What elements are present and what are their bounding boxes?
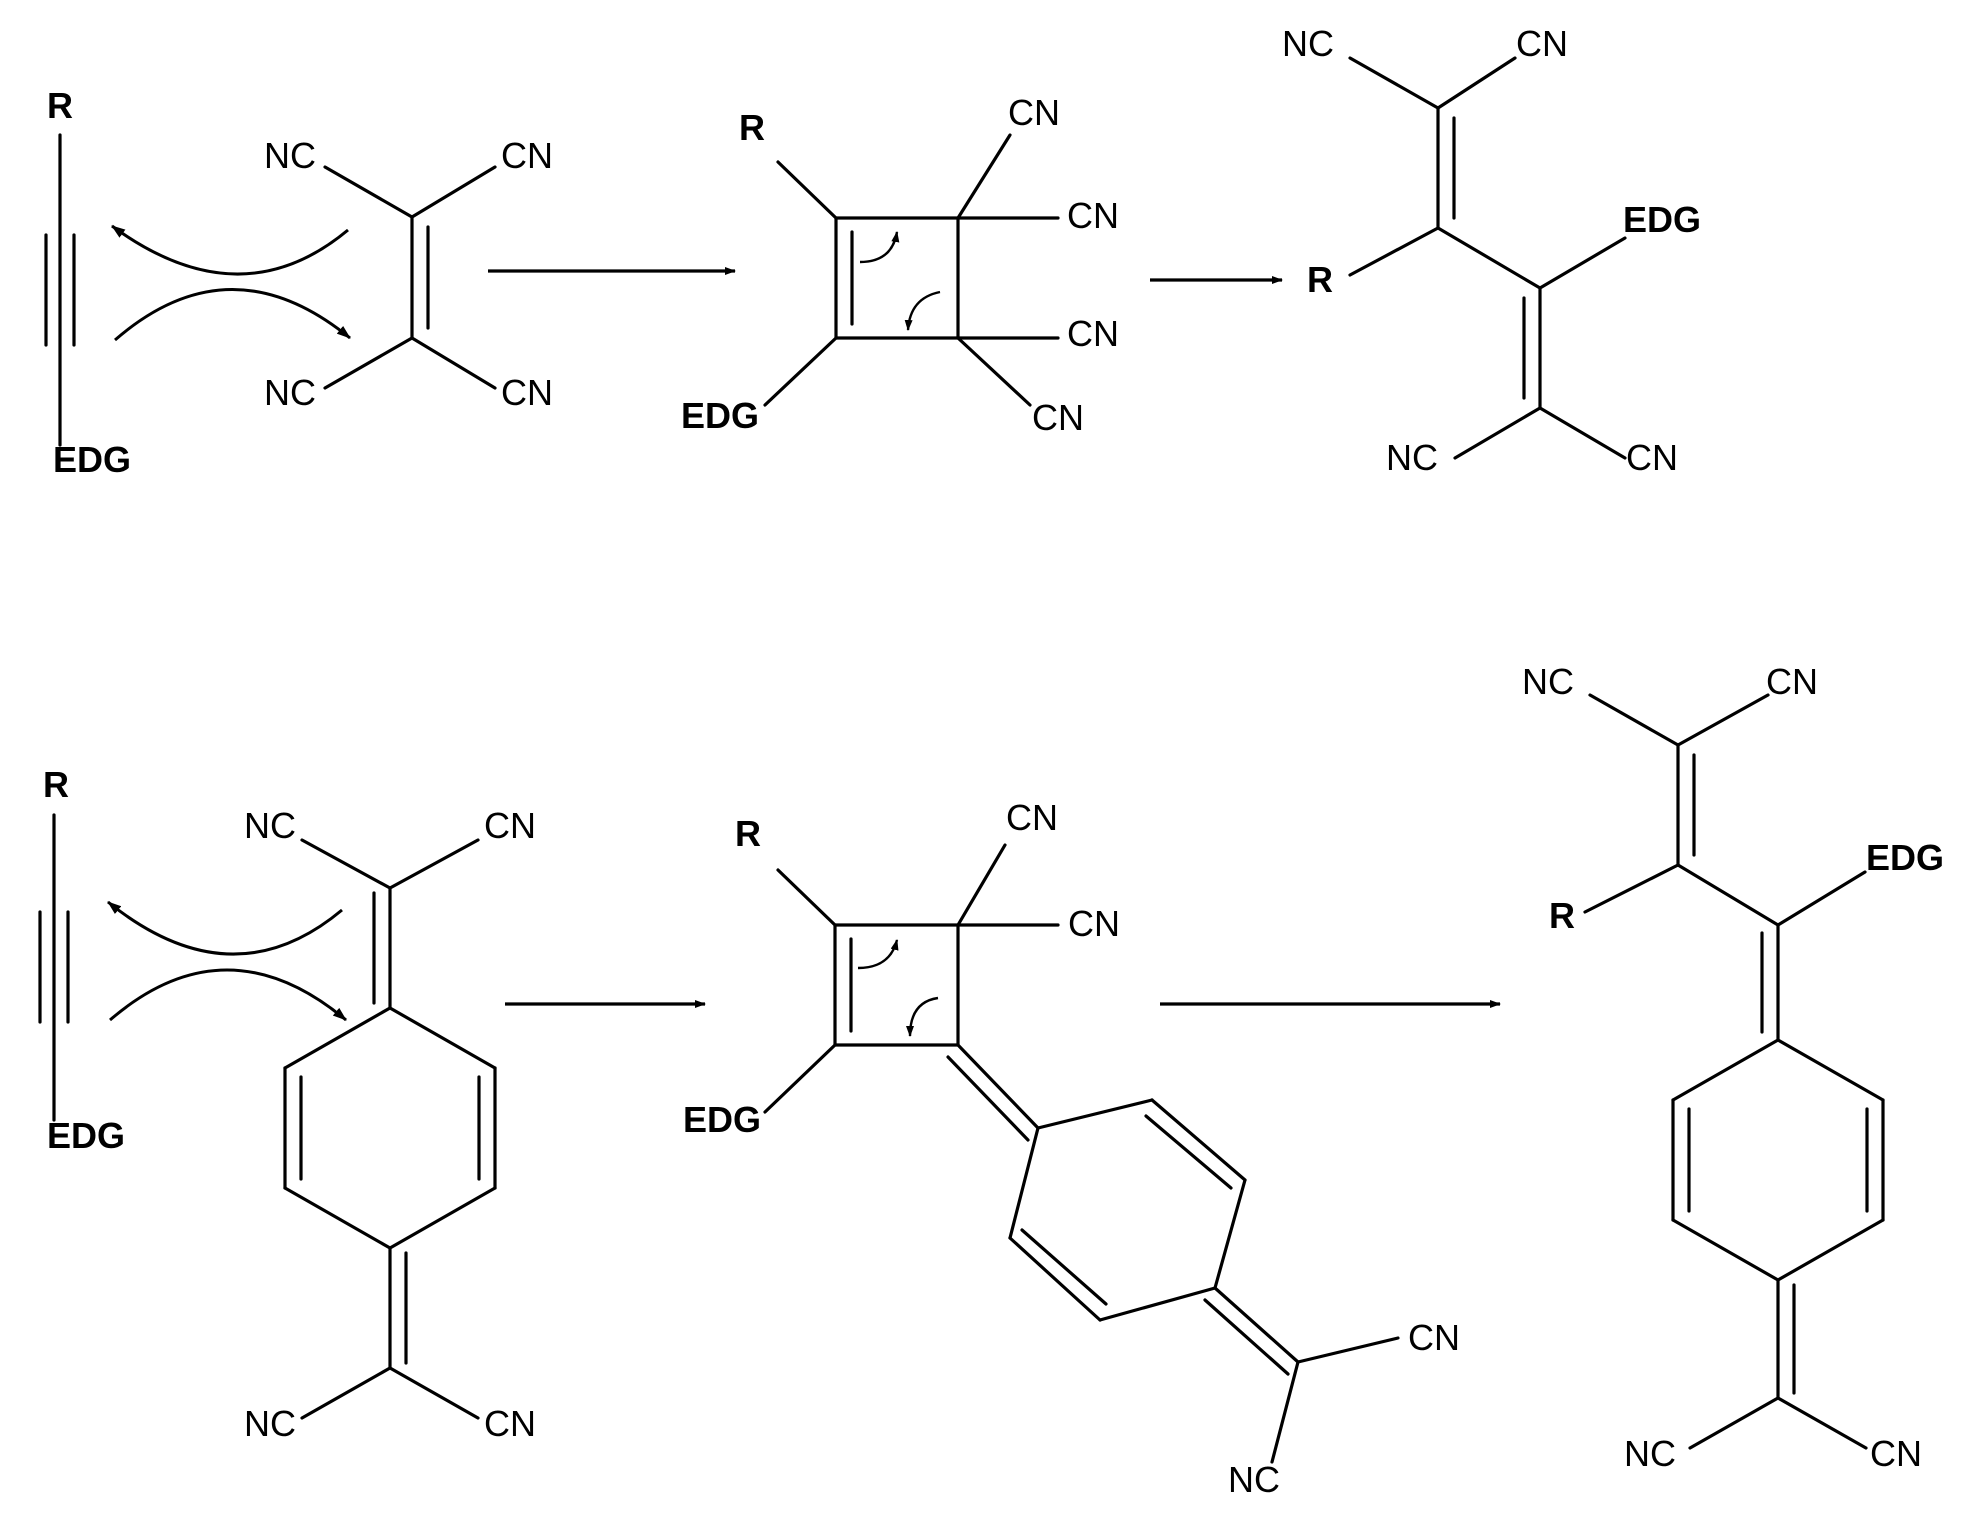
cn-label: CN: [1067, 313, 1119, 354]
cn-label: CN: [1067, 195, 1119, 236]
cyclobutene-1: R EDG CN CN CN CN: [681, 92, 1119, 438]
r-label: R: [735, 813, 761, 854]
nc-label: NC: [244, 805, 296, 846]
r-label: R: [47, 85, 73, 126]
cn-label: CN: [501, 372, 553, 413]
edg-label: EDG: [683, 1099, 761, 1140]
curved-arrow: [107, 900, 343, 956]
edg-label: EDG: [681, 395, 759, 436]
alkyne-1: R EDG: [44, 85, 131, 480]
cn-label: CN: [1516, 23, 1568, 64]
curved-arrow: [906, 996, 939, 1037]
nc-label: NC: [244, 1403, 296, 1444]
cn-label: CN: [1008, 92, 1060, 133]
curved-arrow: [111, 224, 349, 276]
edg-label: EDG: [1623, 199, 1701, 240]
tcne: NC CN NC CN: [264, 135, 553, 413]
r-label: R: [1307, 259, 1333, 300]
butadiene-product-1: NC CN R EDG NC CN: [1282, 23, 1701, 478]
curved-arrow: [904, 290, 941, 331]
cn-label: CN: [1408, 1317, 1460, 1358]
nc-label: NC: [1624, 1433, 1676, 1474]
alkyne-2: R EDG: [38, 764, 125, 1156]
nc-label: NC: [264, 372, 316, 413]
cn-label: CN: [1626, 437, 1678, 478]
cn-label: CN: [1766, 661, 1818, 702]
nc-label: NC: [1386, 437, 1438, 478]
cn-label: CN: [501, 135, 553, 176]
tcnq: NC CN NC CN: [244, 805, 536, 1444]
r-label: R: [1549, 895, 1575, 936]
cyclobutene-2: R EDG CN CN CN NC: [683, 797, 1460, 1500]
r-label: R: [739, 107, 765, 148]
nc-label: NC: [1282, 23, 1334, 64]
nc-label: NC: [1228, 1459, 1280, 1500]
cn-label: CN: [484, 805, 536, 846]
edg-label: EDG: [47, 1115, 125, 1156]
r-label: R: [43, 764, 69, 805]
cn-label: CN: [484, 1403, 536, 1444]
cn-label: CN: [1032, 397, 1084, 438]
quinoid-product-2: NC CN R EDG NC CN: [1522, 661, 1944, 1474]
nc-label: NC: [1522, 661, 1574, 702]
edg-label: EDG: [53, 439, 131, 480]
curved-arrow: [109, 968, 347, 1022]
cn-label: CN: [1006, 797, 1058, 838]
curved-arrow: [857, 939, 899, 970]
curved-arrow: [114, 288, 351, 342]
cn-label: CN: [1068, 903, 1120, 944]
nc-label: NC: [264, 135, 316, 176]
edg-label: EDG: [1866, 837, 1944, 878]
cn-label: CN: [1870, 1433, 1922, 1474]
curved-arrow: [859, 231, 900, 264]
